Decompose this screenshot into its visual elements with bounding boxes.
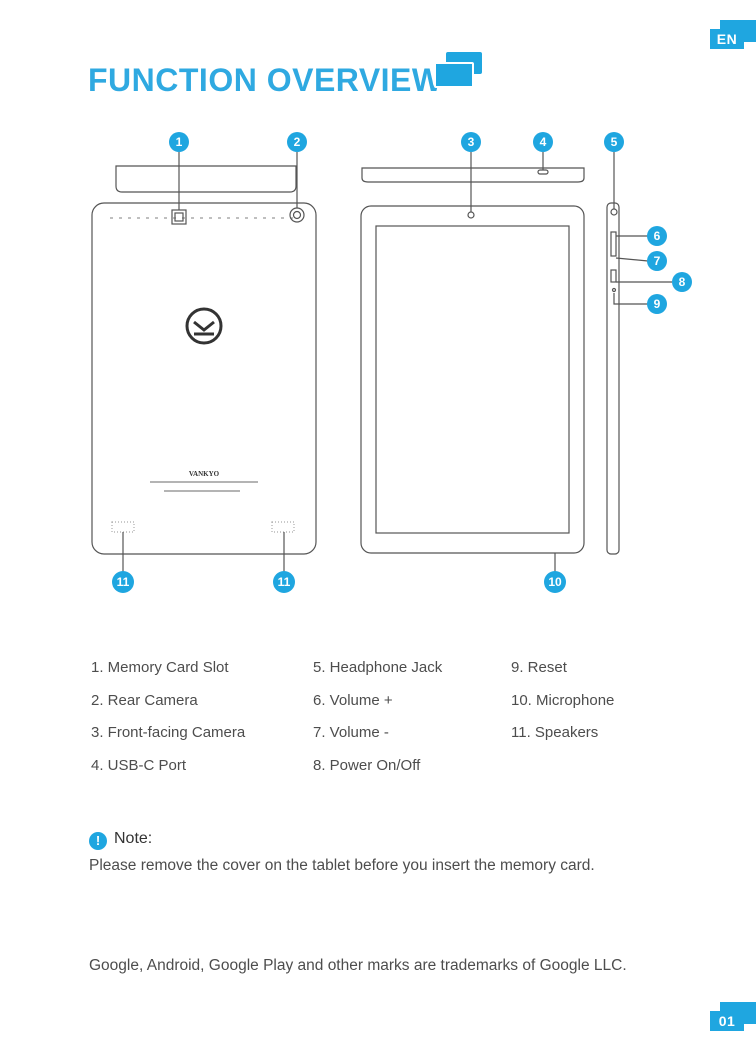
headphone-jack xyxy=(610,208,618,216)
callout-8-label: 8 xyxy=(679,275,686,289)
tablet-front xyxy=(360,205,585,554)
legend-column-2: 5. Headphone Jack 6. Volume + 7. Volume … xyxy=(313,656,442,786)
note-text: Please remove the cover on the tablet be… xyxy=(89,857,595,874)
speaker-grill-left xyxy=(111,521,135,533)
callout-9 xyxy=(647,294,667,314)
callout-4-label: 4 xyxy=(540,135,547,149)
language-label: EN xyxy=(710,29,744,49)
legend-item: 9. Reset xyxy=(511,659,567,676)
legend-column-3: 9. Reset 10. Microphone 11. Speakers xyxy=(511,656,614,754)
legend-item: 1. Memory Card Slot xyxy=(91,659,229,676)
trademark-text: Google, Android, Google Play and other m… xyxy=(89,957,627,974)
callout-6-label: 6 xyxy=(654,229,661,243)
tablet-screen xyxy=(375,225,570,534)
brand-logo-mark xyxy=(193,320,215,336)
power-button xyxy=(610,269,617,283)
volume-buttons xyxy=(610,231,617,257)
callout-1 xyxy=(169,132,189,152)
page-title: FUNCTION OVERVIEW xyxy=(88,62,443,98)
speaker-grill-right xyxy=(271,521,295,533)
callout-line-7 xyxy=(615,257,649,262)
legend-item: 11. Speakers xyxy=(511,724,599,741)
stacked-cards-icon xyxy=(434,52,482,88)
tablet-back xyxy=(91,202,317,555)
legend-item: 6. Volume + xyxy=(313,691,393,709)
callout-7-label: 7 xyxy=(654,254,661,268)
callout-11a-label: 11 xyxy=(117,575,130,589)
reset-pinhole xyxy=(611,287,617,293)
front-camera xyxy=(467,211,475,219)
legend-item: 10. Microphone xyxy=(511,691,615,709)
usb-c-port xyxy=(537,169,549,175)
tablet-top-edge xyxy=(361,167,585,183)
legend-item: 5. Headphone Jack xyxy=(313,659,443,676)
callout-5 xyxy=(604,132,624,152)
callout-3-label: 3 xyxy=(468,135,475,149)
tablet-side xyxy=(606,202,620,555)
tablet-diagram: 1 2 3 4 5 6 7 8 9 10 11 11 VANKYO xyxy=(91,132,692,593)
legend-column-1: 1. Memory Card Slot 2. Rear Camera 3. Fr… xyxy=(91,656,245,786)
back-cover-edge xyxy=(115,165,297,193)
memory-card-slot-inner xyxy=(174,212,184,222)
callout-6 xyxy=(647,226,667,246)
note-label: Note: xyxy=(114,830,153,847)
brand-label: VANKYO xyxy=(189,470,220,478)
callout-3 xyxy=(461,132,481,152)
legend-item: 2. Rear Camera xyxy=(91,691,198,709)
memory-card-slot xyxy=(171,209,187,225)
legend-item: 7. Volume - xyxy=(313,724,389,741)
callout-5-label: 5 xyxy=(611,135,618,149)
callout-8 xyxy=(672,272,692,292)
callout-line-9 xyxy=(613,293,648,305)
callout-11a xyxy=(112,571,134,593)
brand-logo-ring xyxy=(185,307,223,345)
callout-1-label: 1 xyxy=(176,135,183,149)
page-number-badge: 01 xyxy=(710,1002,756,1032)
callout-4 xyxy=(533,132,553,152)
legend-item: 4. USB-C Port xyxy=(91,756,187,774)
legend-item: 8. Power On/Off xyxy=(313,756,421,774)
callout-11b-label: 11 xyxy=(278,575,291,589)
callout-2 xyxy=(287,132,307,152)
rear-camera xyxy=(289,207,305,223)
language-badge: EN xyxy=(710,20,756,50)
legend-item: 3. Front-facing Camera xyxy=(91,724,246,741)
callout-10-label: 10 xyxy=(548,575,562,589)
rear-camera-lens xyxy=(292,210,302,220)
callout-9-label: 9 xyxy=(654,297,661,311)
callouts: 1 2 3 4 5 6 7 8 9 10 11 11 xyxy=(112,132,692,593)
exclamation-icon: ! xyxy=(89,832,107,850)
callout-10 xyxy=(544,571,566,593)
callout-11b xyxy=(273,571,295,593)
callout-2-label: 2 xyxy=(294,135,301,149)
callout-7 xyxy=(647,251,667,271)
page-number: 01 xyxy=(710,1011,744,1031)
